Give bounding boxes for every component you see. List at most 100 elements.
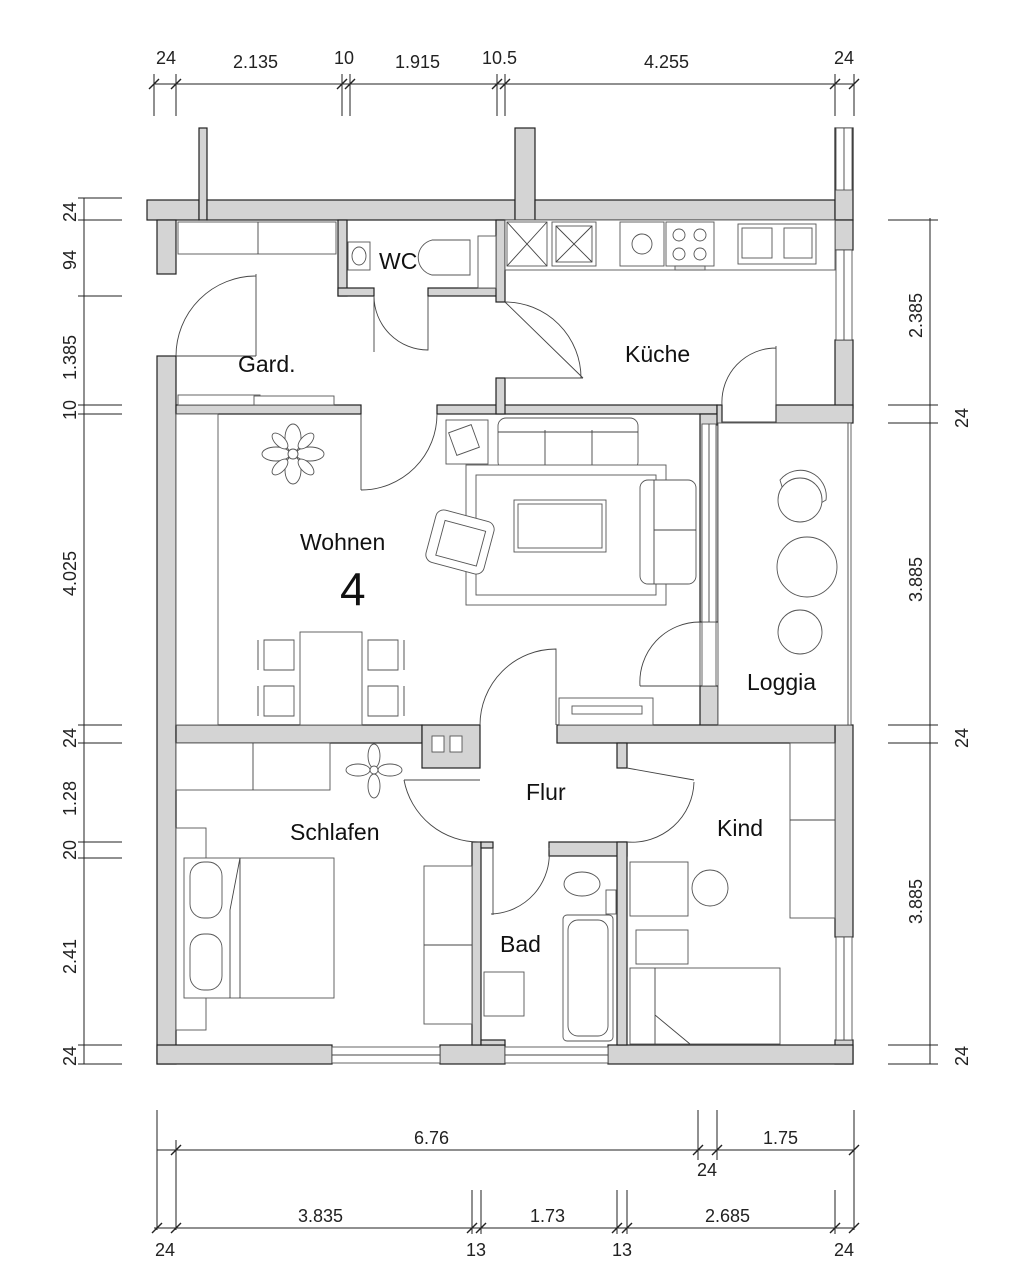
wall-right-1 — [834, 219, 854, 251]
dim-top-5: 4.255 — [644, 52, 689, 72]
wall-loggia-left-lower — [699, 685, 719, 727]
dim-bottom-wall-2: 13 — [612, 1240, 632, 1260]
room-label-bad: Bad — [500, 931, 541, 957]
unit-number: 4 — [340, 563, 366, 615]
furniture — [175, 219, 838, 1045]
wall-wc-bottom-r — [427, 287, 505, 297]
door-wc — [373, 295, 429, 352]
wall-bottom-2 — [439, 1044, 506, 1065]
dim-right-2: 3.885 — [906, 557, 926, 602]
dining-table — [299, 631, 363, 726]
dim-right-3: 24 — [952, 728, 972, 748]
shelf-gard-2 — [253, 395, 335, 406]
kind-bed — [629, 967, 781, 1045]
kind-chair — [691, 869, 729, 907]
dim-left-6: 1.28 — [60, 781, 80, 816]
dim-bottom-room-2: 2.685 — [705, 1206, 750, 1226]
room-label-flur: Flur — [526, 779, 566, 805]
room-label-loggia: Loggia — [747, 669, 816, 695]
dim-left-9: 24 — [60, 1046, 80, 1066]
wall-right-3 — [834, 724, 854, 938]
wall-kind-left — [616, 841, 628, 1046]
wall-int-2 — [436, 404, 718, 415]
room-label-wohnen: Wohnen — [300, 529, 385, 555]
wall-mid-1 — [175, 724, 423, 744]
door-wohnen — [360, 413, 438, 491]
dim-top-0: 24 — [156, 48, 176, 68]
door-entrance — [175, 274, 257, 357]
wall-int-1 — [175, 404, 362, 415]
wall-shaft-left — [198, 127, 208, 221]
wall-wc-left — [337, 219, 348, 297]
wall-int-3 — [775, 404, 854, 424]
wall-wc-bottom-l — [337, 287, 375, 297]
wall-mid-2 — [556, 724, 836, 744]
kind-wardrobe — [789, 742, 836, 919]
shelf-wohnen — [175, 413, 219, 726]
dim-left-3: 10 — [60, 400, 80, 420]
door-loggia-lower — [639, 621, 701, 687]
dim-left-1: 94 — [60, 250, 80, 270]
wall-left-main — [156, 355, 177, 1065]
wall-top-mid — [206, 199, 516, 221]
dim-left-5: 24 — [60, 728, 80, 748]
door-kind — [626, 767, 695, 843]
dim-top-2: 10 — [334, 48, 354, 68]
dim-bottom-overall-2: 1.75 — [763, 1128, 798, 1148]
dim-top-6: 24 — [834, 48, 854, 68]
kind-desk — [629, 861, 689, 917]
stove — [665, 221, 715, 267]
dimensions-bottom: 6.76 24 1.75 3.835 1.73 2.685 24 13 13 2… — [151, 1110, 860, 1260]
room-label-kueche: Küche — [625, 341, 690, 367]
doors — [175, 274, 777, 915]
wall-bottom-1 — [156, 1044, 333, 1065]
bad-shower — [483, 971, 525, 1017]
dim-top-4: 10.5 — [482, 48, 517, 68]
dim-left-2: 1.385 — [60, 335, 80, 380]
wall-top-left — [146, 199, 200, 221]
wall-kueche-left-lower — [495, 377, 506, 415]
wall-top-right — [534, 199, 836, 221]
dimensions-left: 24 94 1.385 10 4.025 24 1.28 20 2.41 24 — [60, 197, 122, 1066]
dim-top-3: 1.915 — [395, 52, 440, 72]
room-label-gard: Gard. — [238, 351, 296, 377]
dimensions-right: 2.385 24 3.885 24 3.885 24 — [888, 218, 972, 1066]
window-wohnen-lower — [701, 621, 717, 687]
sofa — [497, 417, 639, 471]
dining-chairs — [257, 639, 405, 717]
dim-left-4: 4.025 — [60, 551, 80, 596]
dim-right-0: 2.385 — [906, 293, 926, 338]
room-labels: Gard. WC Küche Wohnen 4 Loggia Flur Schl… — [238, 248, 816, 957]
room-label-schlafen: Schlafen — [290, 819, 380, 845]
wall-left-upper — [156, 219, 177, 275]
wall-schlafen-right — [471, 841, 482, 1046]
dim-right-4: 3.885 — [906, 879, 926, 924]
room-label-wc: WC — [379, 248, 417, 274]
dim-right-1: 24 — [952, 408, 972, 428]
loggia-chairs — [777, 469, 827, 655]
room-label-kind: Kind — [717, 815, 763, 841]
shelf-gard-1 — [177, 394, 261, 406]
wall-kueche-left-upper — [495, 219, 506, 303]
armchair — [425, 509, 495, 575]
wall-bad-corner — [480, 1039, 506, 1046]
fan-icon — [345, 743, 403, 799]
door-kueche — [504, 301, 584, 379]
door-schlafen — [403, 779, 481, 843]
dim-bottom-wall-1: 13 — [466, 1240, 486, 1260]
dim-left-7: 20 — [60, 840, 80, 860]
dim-bottom-overall-1: 24 — [697, 1160, 717, 1180]
sofa-side — [639, 479, 697, 585]
dim-bottom-room-1: 1.73 — [530, 1206, 565, 1226]
dimensions-top: 24 2.135 10 1.915 10.5 4.255 24 — [148, 48, 860, 116]
wall-kind-left-upper — [616, 742, 628, 769]
wall-bottom-3 — [607, 1044, 854, 1065]
dim-right-5: 24 — [952, 1046, 972, 1066]
dim-bottom-room-0: 3.835 — [298, 1206, 343, 1226]
door-flur — [479, 648, 557, 726]
loggia-table — [776, 536, 838, 598]
dim-left-8: 2.41 — [60, 939, 80, 974]
dim-bottom-wall-0: 24 — [155, 1240, 175, 1260]
wall-bad-top-l — [480, 841, 494, 849]
